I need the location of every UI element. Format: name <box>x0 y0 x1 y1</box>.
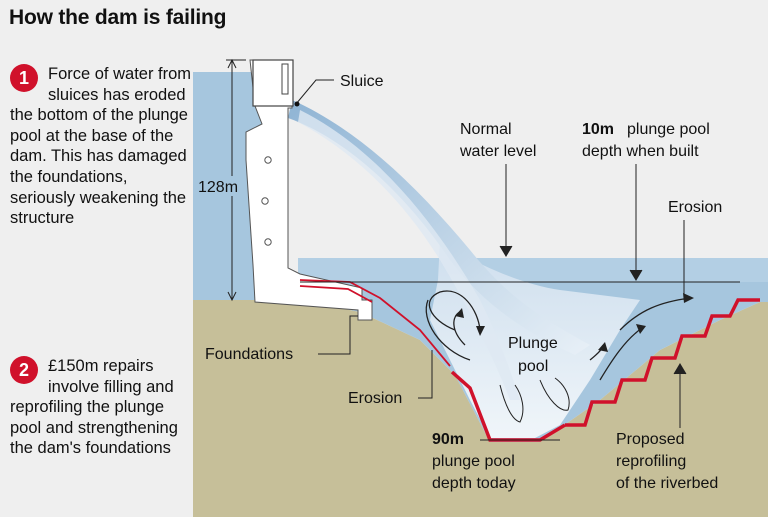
sluice-label: Sluice <box>340 73 384 90</box>
height-arrow-up <box>227 58 237 69</box>
flow-arrow-head <box>476 326 485 336</box>
depth-today-label-2: depth today <box>432 475 516 492</box>
normal-water-arrow <box>499 245 513 257</box>
flow-arrow <box>428 290 481 331</box>
reprofile-label-2: reprofiling <box>616 453 686 470</box>
step-2-badge: 2 <box>10 356 38 384</box>
step-2: 2 £150m repairs involve filling and repr… <box>10 356 195 459</box>
height-label-bg <box>196 176 246 196</box>
normal-water-band <box>298 258 768 282</box>
depth-today-value: 90m <box>432 431 464 448</box>
built-depth-label-2: depth when built <box>582 143 699 160</box>
built-depth-value: 10m <box>582 121 614 138</box>
height-arrow-down <box>227 291 237 302</box>
plunge-pool-label-2: pool <box>518 358 548 375</box>
step-1: 1 Force of water from sluices has eroded… <box>10 64 195 229</box>
foundations-label: Foundations <box>205 346 293 363</box>
dam-porthole <box>261 197 269 205</box>
flow-arrow-head <box>455 308 464 318</box>
page-title: How the dam is failing <box>9 6 227 29</box>
step-2-text: £150m repairs involve filling and reprof… <box>10 357 178 458</box>
flow-arrow <box>599 327 643 381</box>
reprofile-arrow <box>673 363 687 375</box>
normal-water-label-1: Normal <box>460 121 512 138</box>
dam-body <box>245 59 373 321</box>
reprofile-label-3: of the riverbed <box>616 475 718 492</box>
flow-arrow-head <box>683 293 694 303</box>
sluice-jet <box>288 100 590 355</box>
flow-arrow-head <box>598 342 608 352</box>
flow-arrow-head <box>636 324 646 334</box>
normal-water-label-2: water level <box>459 143 536 160</box>
built-depth-label-1: plunge pool <box>627 121 710 138</box>
sluice-gate <box>252 59 294 107</box>
plunge-vortex <box>499 384 524 423</box>
erosion-right-label: Erosion <box>668 199 722 216</box>
flow-arrow <box>619 297 691 331</box>
sluice-leader <box>295 79 334 105</box>
foundations-leader <box>318 315 358 355</box>
reprofile-label-1: Proposed <box>616 431 685 448</box>
flow-arrow <box>425 299 471 361</box>
dam-porthole <box>264 156 272 164</box>
built-depth-arrow <box>629 269 643 281</box>
plunge-vortex <box>539 377 570 411</box>
foundation-erosion-line <box>299 279 451 367</box>
erosion-left-leader <box>418 350 433 399</box>
sluice-gate-frame <box>281 63 289 95</box>
dam-porthole <box>264 238 272 246</box>
proposed-reprofile <box>565 298 760 427</box>
erosion-left-label: Erosion <box>348 390 402 407</box>
sluice-leader-dot <box>294 101 300 107</box>
depth-today-label-1: plunge pool <box>432 453 515 470</box>
step-1-text: Force of water from sluices has eroded t… <box>10 65 192 228</box>
height-label: 128m <box>198 179 238 196</box>
plunge-pool-label-1: Plunge <box>508 335 558 352</box>
foundation-erosion-line <box>299 285 373 303</box>
step-1-badge: 1 <box>10 64 38 92</box>
